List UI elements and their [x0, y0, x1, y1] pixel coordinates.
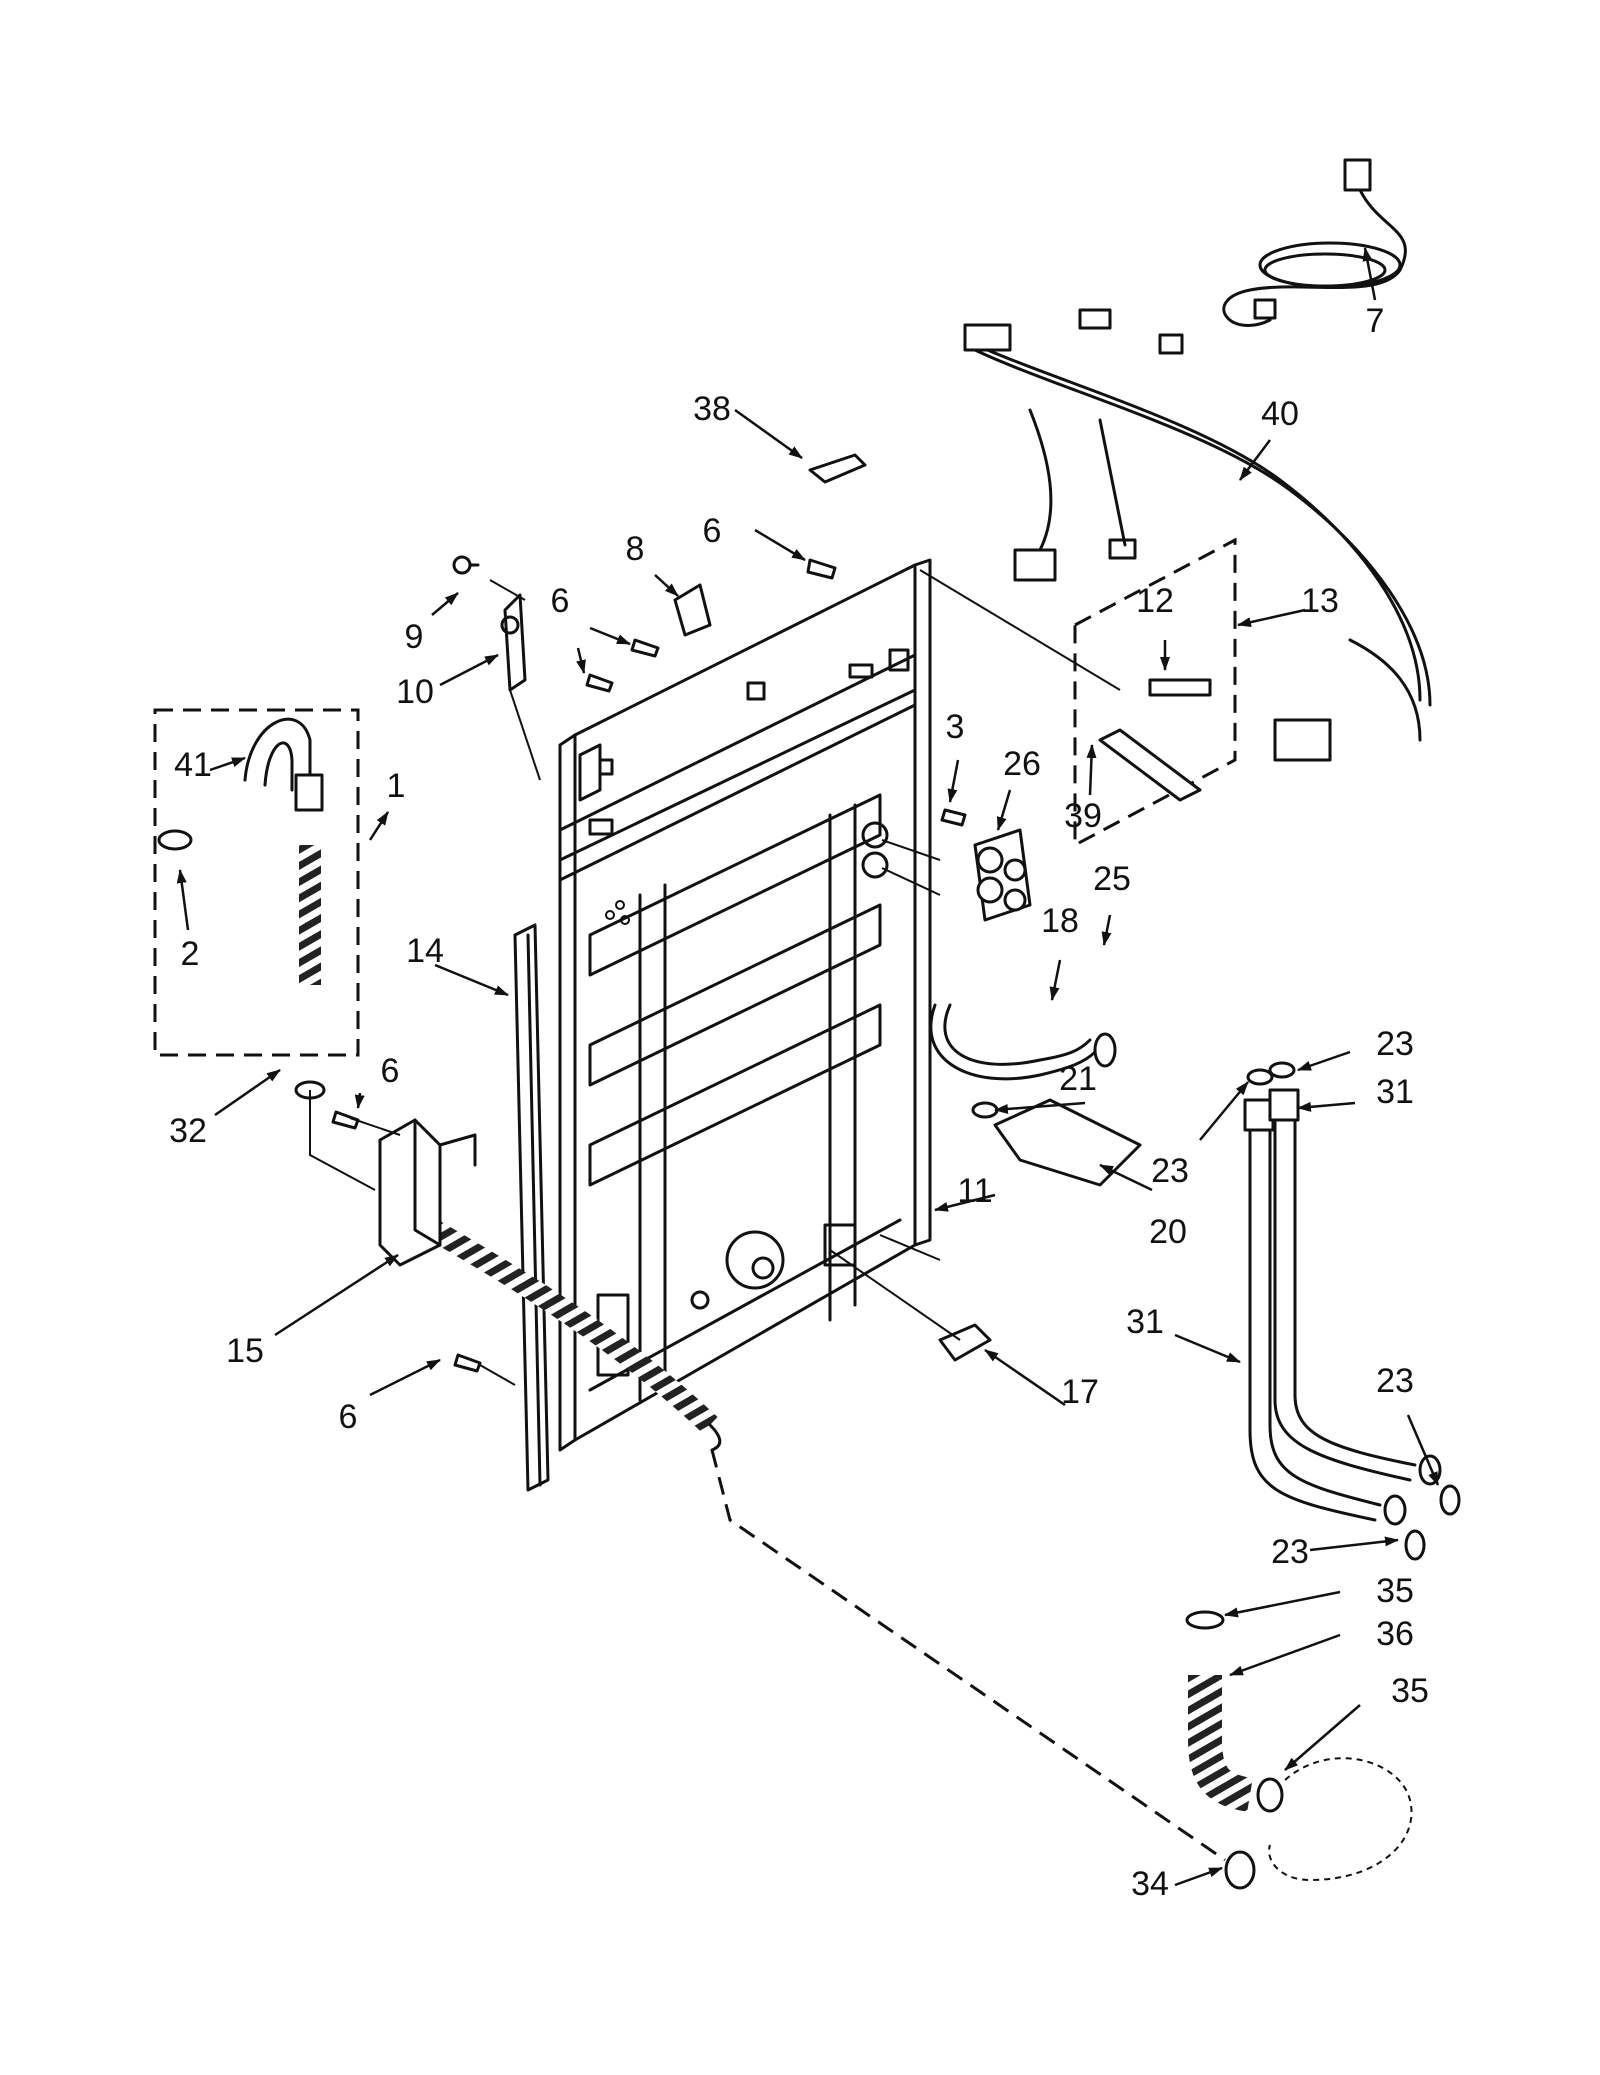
screws: [331, 558, 967, 1373]
callout-41: 41: [174, 746, 212, 784]
callout-23-d: 23: [1271, 1533, 1309, 1571]
callout-23-b: 23: [1151, 1152, 1189, 1190]
callout-6-top: 6: [703, 512, 722, 550]
callout-25: 25: [1093, 860, 1131, 898]
callout-17: 17: [1061, 1373, 1099, 1411]
callout-8: 8: [626, 530, 645, 568]
callout-39: 39: [1064, 797, 1102, 835]
drain-elbow: [1185, 1610, 1413, 1890]
callout-20: 20: [1149, 1213, 1187, 1251]
callout-34: 34: [1131, 1865, 1169, 1903]
assembly-lines: [309, 569, 1226, 1862]
small-bracket: [673, 583, 712, 637]
callout-35-a: 35: [1376, 1572, 1414, 1610]
callout-21: 21: [1059, 1060, 1097, 1098]
callout-23-a: 23: [1376, 1025, 1414, 1063]
callout-arrows: [176, 247, 1440, 1887]
label-12: [1148, 678, 1212, 697]
callout-11: 11: [957, 1172, 992, 1210]
callout-26: 26: [1003, 745, 1041, 783]
side-strip: [513, 923, 550, 1492]
callout-36: 36: [1376, 1615, 1414, 1653]
callout-38: 38: [693, 390, 731, 428]
drain-hose: [378, 1118, 722, 1452]
callout-7: 7: [1366, 302, 1385, 340]
callout-2: 2: [181, 935, 200, 973]
callout-40: 40: [1261, 395, 1299, 433]
wire-harness: [963, 308, 1432, 762]
wire-clip: [808, 453, 867, 484]
callout-12: 12: [1136, 582, 1174, 620]
callout-35-b: 35: [1391, 1672, 1429, 1710]
callout-31-b: 31: [1126, 1303, 1164, 1341]
bracket-39: [1098, 728, 1202, 802]
callout-6-left: 6: [381, 1052, 400, 1090]
callout-13: 13: [1301, 582, 1339, 620]
callout-6-bottom: 6: [339, 1398, 358, 1436]
callout-18: 18: [1041, 902, 1079, 940]
callout-10: 10: [396, 673, 434, 711]
water-valve: [861, 821, 1032, 922]
callout-15: 15: [226, 1332, 264, 1370]
callout-labels: 1 2 3 6 6 6 6 7 8 9 10 11 12 13 14 15 17…: [169, 302, 1429, 1903]
power-cord: [1222, 158, 1407, 327]
part-17: [938, 1323, 992, 1362]
part-20: [993, 1098, 1142, 1187]
bracket-clip: [452, 555, 527, 692]
rear-panel: [558, 558, 932, 1452]
callout-23-c: 23: [1376, 1362, 1414, 1400]
callout-14: 14: [406, 932, 444, 970]
callout-1: 1: [387, 767, 406, 805]
callout-9: 9: [405, 618, 424, 656]
hose-assembly-1: [153, 708, 360, 1100]
fill-hose: [943, 1003, 1092, 1066]
inlet-hoses: [1243, 1061, 1461, 1561]
callout-3: 3: [946, 708, 965, 746]
callout-32: 32: [169, 1112, 207, 1150]
callout-31-a: 31: [1376, 1073, 1414, 1111]
callout-6-mid: 6: [551, 582, 570, 620]
